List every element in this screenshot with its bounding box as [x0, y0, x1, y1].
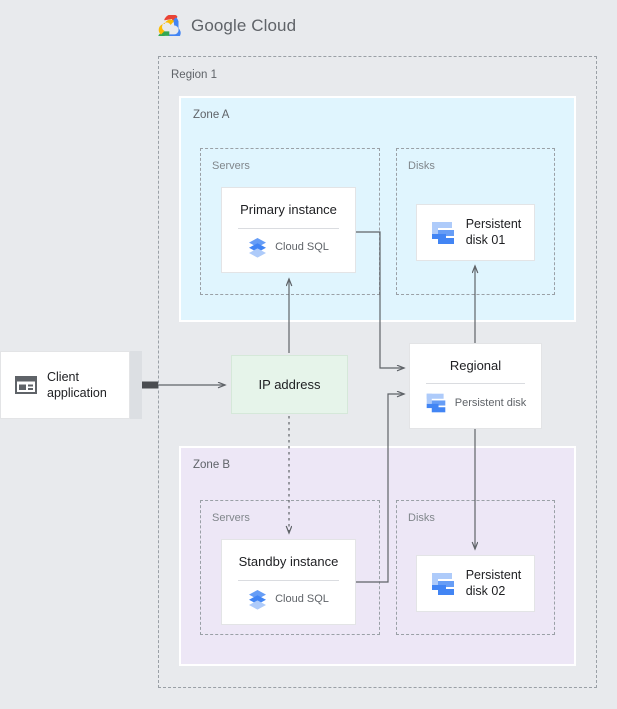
cloud-sql-icon — [248, 589, 267, 610]
region-label: Region 1 — [171, 69, 218, 81]
primary-instance-service-label: Cloud SQL — [275, 241, 329, 254]
persistent-disk-01-line1: Persistent — [465, 216, 522, 231]
primary-instance-service: Cloud SQL — [248, 237, 329, 258]
standby-instance-service-label: Cloud SQL — [275, 593, 329, 606]
zone-a-servers-group: Servers — [200, 148, 380, 295]
standby-instance-service: Cloud SQL — [248, 589, 329, 610]
zone-b-servers-label: Servers — [212, 512, 250, 524]
regional-persistent-disk-card[interactable]: Regional Persistent disk — [409, 343, 542, 429]
regional-title: Regional — [449, 357, 502, 373]
google-cloud-logo-icon — [157, 15, 183, 36]
persistent-disk-02-card[interactable]: Persistent disk 02 — [416, 555, 535, 612]
persistent-disk-icon — [430, 220, 456, 246]
client-application-shadow — [128, 351, 142, 419]
persistent-disk-01-line2: disk 01 — [465, 232, 506, 247]
ip-address-card[interactable]: IP address — [231, 355, 348, 414]
primary-instance-card[interactable]: Primary instance Cloud SQL — [221, 187, 356, 273]
persistent-disk-icon — [425, 392, 447, 414]
region-container: Region 1 — [158, 56, 597, 688]
client-application-line2: application — [47, 386, 107, 400]
client-application-label: Client application — [47, 369, 107, 402]
regional-service-label: Persistent disk — [454, 397, 527, 410]
logo-text: Google Cloud — [191, 16, 296, 36]
zone-a-label: Zone A — [193, 109, 230, 121]
zone-a-servers-label: Servers — [212, 160, 250, 172]
ip-address-label: IP address — [258, 377, 321, 392]
persistent-disk-01-label: Persistent disk 01 — [466, 217, 522, 248]
zone-b-label: Zone B — [193, 459, 231, 471]
logo-text-cloud: Cloud — [251, 15, 297, 35]
client-window-icon — [15, 376, 37, 394]
primary-instance-divider — [237, 227, 340, 229]
standby-instance-divider — [237, 579, 340, 581]
persistent-disk-02-label: Persistent disk 02 — [466, 568, 522, 599]
persistent-disk-02-line1: Persistent — [465, 567, 522, 582]
standby-instance-card[interactable]: Standby instance Cloud SQL — [221, 539, 356, 625]
zone-a-disks-label: Disks — [408, 160, 435, 172]
zone-b-disks-label: Disks — [408, 512, 435, 524]
persistent-disk-icon — [430, 571, 456, 597]
standby-instance-title: Standby instance — [238, 554, 339, 570]
regional-divider — [425, 383, 526, 385]
persistent-disk-01-card[interactable]: Persistent disk 01 — [416, 204, 535, 261]
google-cloud-logo: Google Cloud — [157, 15, 296, 36]
client-application-card[interactable]: Client application — [0, 351, 130, 419]
client-application-line1: Client — [47, 369, 79, 384]
regional-service: Persistent disk — [425, 392, 527, 414]
primary-instance-title: Primary instance — [240, 202, 337, 218]
persistent-disk-02-line2: disk 02 — [465, 583, 506, 598]
logo-text-google: Google — [191, 15, 247, 35]
cloud-sql-icon — [248, 237, 267, 258]
